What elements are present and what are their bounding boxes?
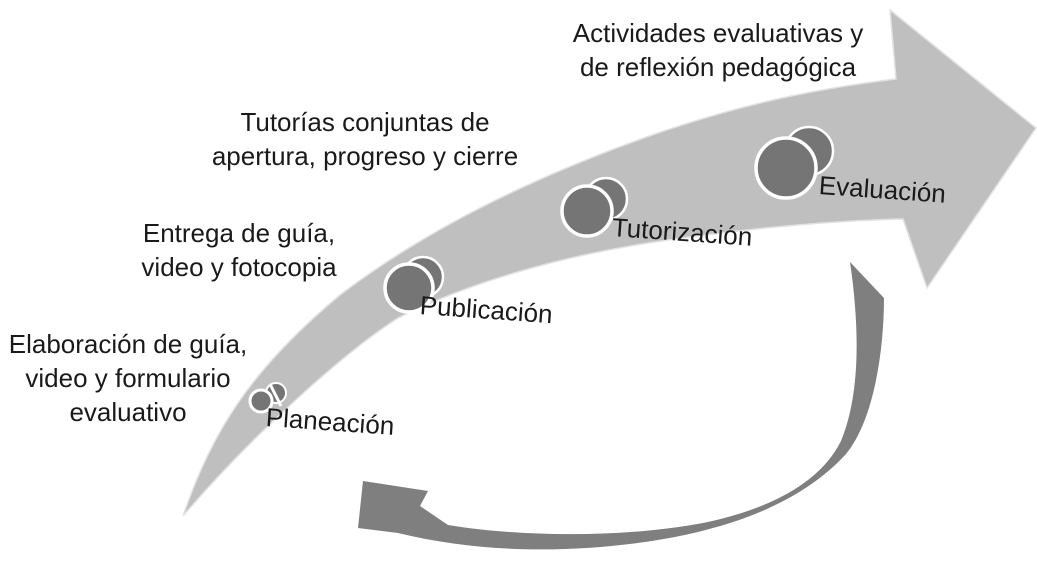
description-line: de reflexión pedagógica (579, 52, 857, 82)
stage-marker-tutorizacion (560, 176, 629, 238)
cylinder-highlight (268, 383, 283, 407)
description-line: apertura, progreso y cierre (211, 141, 519, 171)
stage-description-evaluacion: Actividades evaluativas y de reflexión p… (560, 16, 876, 84)
description-line: video y formulario (25, 363, 231, 393)
sphere-front-icon (754, 136, 818, 200)
description-line: Tutorías conjuntas de (240, 107, 490, 137)
description-line: video y fotocopia (141, 252, 337, 282)
feedback-arrow-shape (358, 262, 884, 550)
stage-marker-evaluacion (754, 125, 835, 200)
sphere-front-icon (560, 184, 614, 238)
stage-description-planeacion: Elaboración de guía, video y formulario … (0, 327, 256, 429)
description-line: evaluativo (69, 397, 187, 427)
description-line: Entrega de guía, (142, 218, 336, 248)
stage-marker-publicacion (383, 255, 445, 314)
stage-description-publicacion: Entrega de guía, video y fotocopia (128, 216, 350, 284)
description-line: Elaboración de guía, (8, 329, 248, 359)
stage-marker-planeacion (248, 382, 287, 414)
sphere-front-icon (383, 262, 435, 314)
stage-description-tutorizacion: Tutorías conjuntas de apertura, progreso… (205, 105, 525, 173)
cylinder-cap-icon (248, 388, 274, 414)
description-line: Actividades evaluativas y (572, 18, 864, 48)
